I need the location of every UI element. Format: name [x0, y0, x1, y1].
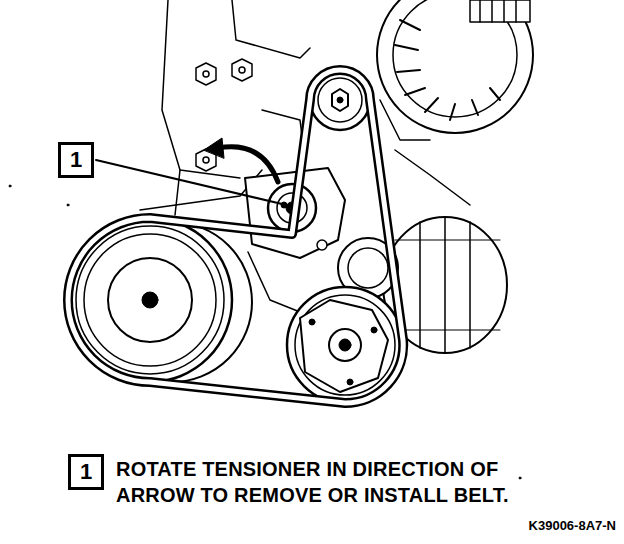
crankshaft-pulley-part [76, 226, 224, 374]
alternator-part [395, 20, 500, 120]
idler-pulley-part [348, 248, 388, 288]
figure-code: K39006-8A7-N [456, 518, 616, 534]
callout-box: 1 [58, 142, 94, 178]
bolts-part [196, 63, 216, 85]
ac-pulley-part [295, 295, 395, 395]
alternator-pulley-part [332, 89, 348, 111]
serpentine-belt-part [68, 70, 403, 403]
bolts-part [232, 59, 252, 81]
specks [9, 185, 521, 479]
alternator-pulley-part [337, 97, 343, 103]
engine-block-part [140, 170, 262, 210]
callout-box: 1 [68, 454, 104, 490]
rotation-arrow-part [218, 147, 278, 182]
serpentine-belt [68, 70, 403, 403]
bolts-part [203, 71, 209, 77]
ac-pulley-part [329, 329, 361, 361]
rotation-arrow-part [204, 138, 224, 158]
engine-block-part [248, 252, 300, 312]
ac-pulley-part [309, 319, 315, 325]
engine-block-part [175, 170, 180, 215]
engine-block-part [395, 150, 470, 205]
ac-pulley-part [371, 327, 377, 333]
engine-block-part [162, 0, 240, 178]
rotation-arrow [204, 138, 278, 182]
alternator-part [377, 0, 533, 133]
specks-part [9, 185, 11, 187]
alternator-pulley-part [318, 78, 362, 122]
crankshaft-pulley-part [84, 234, 216, 366]
bolts-part [239, 67, 245, 73]
ac-compressor-part [420, 217, 470, 353]
tensioner-bracket-part [317, 240, 327, 250]
bolts-part [203, 157, 209, 163]
serpentine-belt-part [68, 70, 403, 403]
alternator-part [470, 0, 530, 22]
bolts [196, 59, 252, 171]
crankshaft-pulley-part [108, 258, 192, 342]
ac-pulley-part [339, 339, 351, 351]
leader-line-part [96, 160, 282, 204]
engine-block-part [232, 0, 310, 58]
alternator-part [380, 100, 430, 140]
ac-pulley-part [300, 300, 388, 392]
leader-line-part [281, 202, 287, 208]
callout-number: 1 [70, 148, 82, 172]
callout-number: 1 [80, 460, 92, 484]
crankshaft-pulley-part [142, 292, 158, 308]
specks-part [519, 477, 521, 479]
specks-part [67, 204, 69, 206]
alternator [377, 0, 533, 140]
leader-line [96, 160, 287, 208]
ac-compressor-part [392, 240, 500, 330]
instruction-note: ROTATE TENSIONER IN DIRECTION OF ARROW T… [116, 456, 526, 508]
alternator-part [480, 0, 516, 22]
ac-pulley-part [347, 379, 353, 385]
